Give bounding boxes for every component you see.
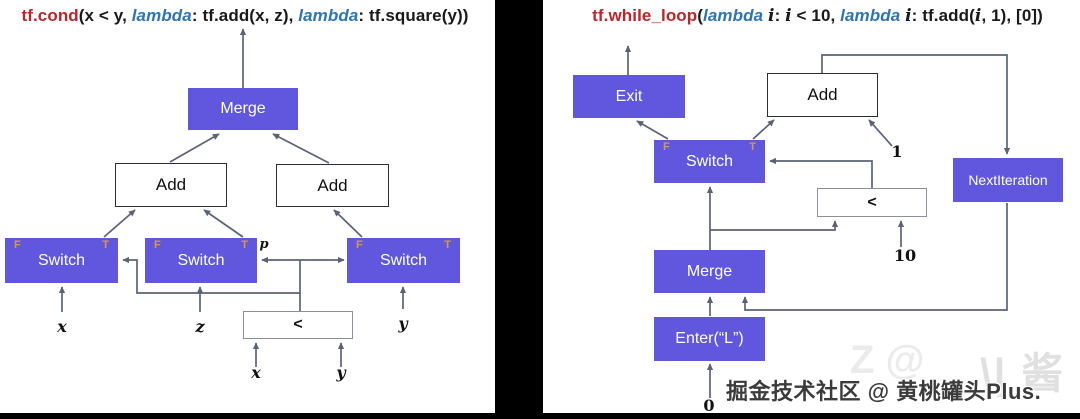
- wire-switchF-to-exit: [636, 120, 669, 140]
- cond-switch1-label: Switch: [37, 251, 86, 269]
- while-less-label: <: [867, 193, 877, 211]
- cond-add-true-label: Add: [155, 175, 187, 194]
- true-port-label: T: [749, 141, 756, 153]
- ghost-watermark: \| 酱: [980, 350, 1066, 397]
- false-port-label: F: [356, 239, 363, 251]
- cond-predicate-label: p: [259, 237, 269, 252]
- bottom-bar: [0, 413, 1080, 419]
- cond-add-true-node: Add: [115, 163, 227, 207]
- cond-add-false-node: Add: [276, 164, 389, 207]
- while-title-p3: < 10,: [791, 6, 841, 25]
- cond-merge-node: Merge: [188, 88, 298, 130]
- while-merge-node: Merge: [654, 250, 765, 293]
- while-title-i2: i: [785, 6, 792, 26]
- false-port-label: F: [14, 239, 21, 251]
- cond-input-x-label: x: [57, 317, 67, 336]
- cond-title-lambda2: lambda: [298, 6, 359, 25]
- ghost-watermark: Z @: [850, 338, 925, 382]
- while-enter-node: Enter(“L”): [654, 317, 765, 361]
- cond-title: tf.cond(x < y, lambda: tf.add(x, z), lam…: [0, 6, 490, 26]
- while-enter-label: Enter(“L”): [675, 330, 744, 347]
- while-title-p4: : tf.add(: [911, 6, 975, 25]
- cond-less-x-label: x: [251, 363, 261, 382]
- cond-switch3-node: F T Switch: [347, 238, 460, 283]
- wire-less-to-switch: [769, 157, 873, 188]
- while-title-fn: tf.while_loop: [592, 6, 698, 25]
- while-switch-label: Switch: [685, 152, 734, 170]
- cond-switch2-node: F T Switch: [145, 238, 257, 283]
- while-exit-label: Exit: [615, 87, 643, 105]
- community-watermark: 掘金技术社区 @ 黄桃罐头Plus.: [726, 379, 1042, 404]
- while-title: tf.while_loop(lambda i: i < 10, lambda i…: [555, 6, 1080, 26]
- cond-title-args3: : tf.square(y)): [358, 6, 469, 25]
- cond-less-y-label: y: [336, 363, 346, 382]
- wire-switchT-to-add: [752, 119, 775, 140]
- false-port-label: F: [663, 141, 670, 153]
- while-merge-label: Merge: [686, 262, 733, 280]
- while-const-zero-label: 0: [703, 396, 715, 415]
- cond-merge-label: Merge: [220, 100, 266, 117]
- false-port-label: F: [154, 239, 161, 251]
- while-title-p5: , 1), [0]): [981, 6, 1043, 25]
- wire-merge-tap-to-less: [710, 220, 839, 231]
- cond-add-false-label: Add: [317, 175, 348, 195]
- cond-title-args2: : tf.add(x, z),: [191, 6, 299, 25]
- while-title-p2: :: [774, 6, 786, 25]
- cond-input-y-label: y: [398, 314, 408, 333]
- while-switch-node: F T Switch: [654, 140, 765, 183]
- true-port-label: T: [102, 239, 109, 251]
- wire-switch2T-to-add1: [203, 209, 244, 238]
- cond-switch3-label: Switch: [379, 251, 428, 269]
- cond-switch1-node: F T Switch: [5, 238, 118, 283]
- while-title-lambda1: lambda: [703, 6, 768, 25]
- true-port-label: T: [241, 239, 248, 251]
- while-add-node: Add: [767, 73, 878, 117]
- panel-divider: [495, 0, 543, 419]
- wire-switch1T-to-add1: [103, 209, 136, 238]
- while-less-node: <: [817, 188, 927, 217]
- while-title-i1: i: [768, 6, 775, 26]
- wire-one-to-add: [868, 119, 893, 147]
- while-nextiteration-node: NextIteration: [953, 158, 1063, 202]
- while-add-label: Add: [807, 85, 838, 104]
- true-port-label: T: [444, 239, 451, 251]
- cond-less-node: <: [243, 311, 353, 339]
- cond-title-lambda1: lambda: [131, 6, 192, 25]
- cond-title-args1: (x < y,: [78, 6, 132, 25]
- while-title-lambda2: lambda: [840, 6, 906, 25]
- wire-pred-to-switch1: [122, 256, 300, 294]
- while-title-i3: i: [905, 6, 912, 26]
- while-const-ten-label: 10: [893, 246, 917, 265]
- cond-title-fn: tf.cond: [21, 6, 79, 25]
- while-title-i4: i: [974, 6, 982, 26]
- while-exit-node: Exit: [573, 75, 685, 118]
- wire-add-to-nextiteration: [821, 54, 1011, 155]
- wire-nextiteration-to-merge: [741, 203, 1008, 311]
- while-nextiteration-label: NextIteration: [968, 172, 1048, 188]
- while-title-p1: (: [697, 6, 704, 25]
- cond-input-z-label: z: [195, 317, 205, 336]
- wire-add2-to-merge: [272, 133, 330, 164]
- wire-switch3F-to-add2: [333, 209, 363, 238]
- cond-less-label: <: [293, 316, 303, 333]
- cond-switch2-label: Switch: [177, 251, 225, 269]
- wire-add1-to-merge: [169, 133, 220, 163]
- while-const-one-label: 1: [891, 142, 903, 161]
